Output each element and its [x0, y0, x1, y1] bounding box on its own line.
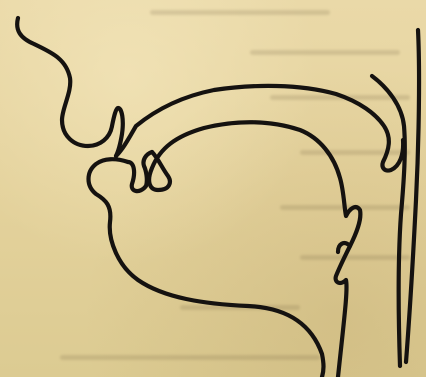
tongue-outline	[149, 122, 360, 377]
lower-lip-and-chin-outline	[89, 159, 324, 377]
back-of-pharynx-line	[406, 30, 419, 362]
nose-and-upper-lip-outline	[17, 18, 123, 156]
